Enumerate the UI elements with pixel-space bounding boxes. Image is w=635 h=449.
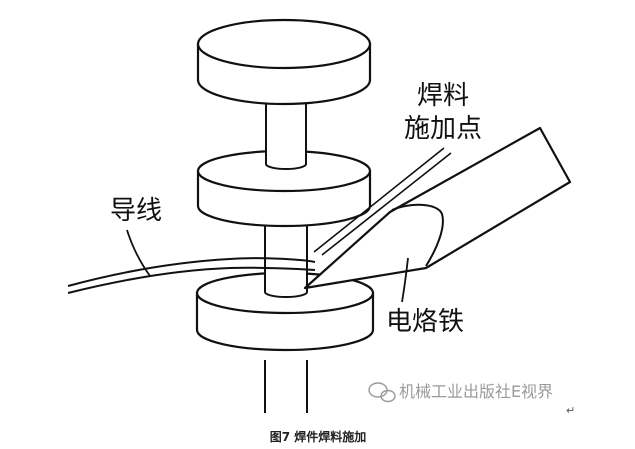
watermark-text: 机械工业出版社E视界 <box>399 382 553 401</box>
lead-wire <box>67 257 316 294</box>
label-iron: 电烙铁 <box>386 307 464 337</box>
leader-line-wire <box>126 229 151 277</box>
top-disc <box>196 18 372 106</box>
label-solder-line2: 施加点 <box>404 114 482 144</box>
lower-shaft <box>264 360 308 413</box>
upper-shaft <box>265 102 307 170</box>
figure-caption: 图7 焊件焊料施加 <box>270 429 367 444</box>
middle-shaft <box>264 226 308 298</box>
paragraph-mark: ↵ <box>566 404 575 417</box>
label-solder-line1: 焊料 <box>417 81 469 111</box>
watermark: 机械工业出版社E视界 <box>368 382 553 403</box>
middle-disc <box>196 149 372 228</box>
wechat-icon <box>368 382 396 403</box>
label-wire: 导线 <box>110 196 162 226</box>
leader-line-iron <box>401 257 409 303</box>
leader-line-solder-point <box>313 147 452 256</box>
